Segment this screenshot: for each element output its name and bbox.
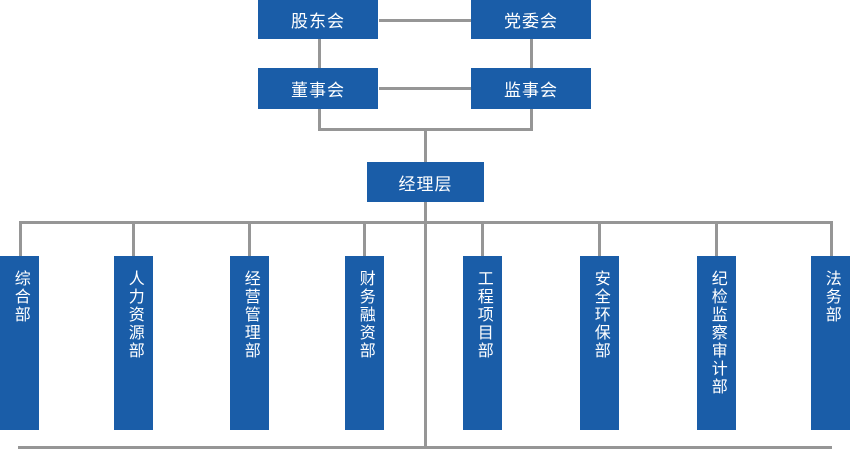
connector-party-to-supervisors [530,38,533,69]
dept-node-1-label: 综合部 [11,270,29,324]
connector-shareholders-to-board [318,38,321,69]
dept-node-4-label: 财务融资部 [356,270,374,360]
connector-department-bus [19,221,831,224]
dept-node-3-label: 经营管理部 [241,270,259,360]
node-management-level[interactable]: 经理层 [367,162,484,202]
dept-node-2[interactable]: 人力资源部 [114,256,153,430]
node-board-of-supervisors-label: 监事会 [504,81,558,100]
node-board-of-supervisors[interactable]: 监事会 [471,68,591,109]
dept-node-2-label: 人力资源部 [125,270,143,360]
dept-node-1[interactable]: 综合部 [0,256,39,430]
node-party-committee[interactable]: 党委会 [471,0,591,39]
connector-drop-dept-6 [598,221,601,257]
connector-drop-dept-7 [715,221,718,257]
dept-node-7[interactable]: 纪检监察审计部 [697,256,736,430]
dept-node-5-label: 工程项目部 [474,270,492,360]
connector-drop-dept-2 [132,221,135,257]
connector-center-spine-upper [424,128,427,163]
bottom-rule [18,446,832,449]
dept-node-6[interactable]: 安全环保部 [580,256,619,430]
connector-drop-dept-3 [248,221,251,257]
dept-node-4[interactable]: 财务融资部 [345,256,384,430]
connector-supervisors-down [530,109,533,130]
dept-node-8-label: 法务部 [822,270,840,324]
node-management-level-label: 经理层 [398,174,453,194]
node-board-of-directors[interactable]: 董事会 [258,68,378,109]
node-party-committee-label: 党委会 [504,12,558,31]
dept-node-7-label: 纪检监察审计部 [708,270,726,396]
connector-drop-dept-1 [19,221,22,257]
connector-drop-dept-8 [830,221,833,257]
connector-drop-dept-4 [363,221,366,257]
dept-node-6-label: 安全环保部 [591,270,609,360]
node-shareholders-label: 股东会 [291,12,345,31]
node-shareholders[interactable]: 股东会 [258,0,378,39]
dept-node-8[interactable]: 法务部 [811,256,850,430]
dept-node-5[interactable]: 工程项目部 [463,256,502,430]
connector-drop-dept-5 [481,221,484,257]
node-board-of-directors-label: 董事会 [291,81,345,100]
dept-node-3[interactable]: 经营管理部 [230,256,269,430]
connector-board-down [318,109,321,130]
connector-center-spine-lower [424,201,427,448]
connector-board-to-supervisors [379,87,473,90]
connector-shareholders-to-party [379,19,473,22]
